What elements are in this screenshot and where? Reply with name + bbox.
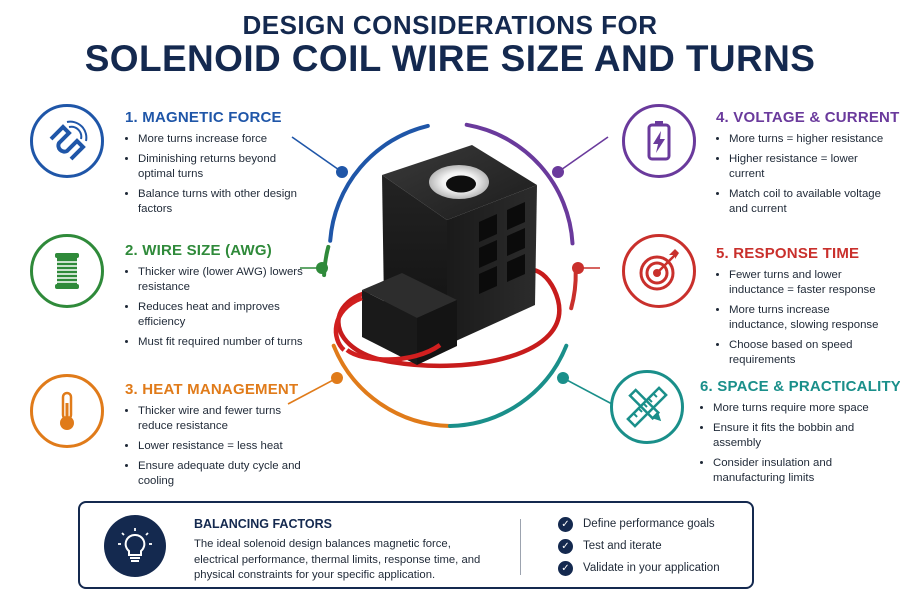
title-line-1: DESIGN CONSIDERATIONS FOR [242, 10, 658, 40]
ring-arc-space [448, 343, 569, 428]
section-heading: 3. HEAT MANAGEMENT [125, 381, 299, 398]
solenoid-coil-image [333, 145, 562, 369]
bullet: Thicker wire and fewer turns reduce resi… [138, 404, 315, 434]
node-voltage [552, 166, 564, 178]
bullet: Choose based on speed requirements [729, 338, 888, 368]
section-heading: 5. RESPONSE TIME [716, 245, 860, 262]
bullet: Ensure it fits the bobbin and assembly [713, 421, 888, 451]
bullet: Ensure adequate duty cycle and cooling [138, 459, 315, 489]
voltage-current-icon-circle [622, 104, 696, 178]
bullet: Higher resistance = lower current [729, 152, 886, 182]
heat-management-icon-circle [30, 374, 104, 448]
magnet-icon [49, 120, 88, 161]
check-icon: ✓ [558, 538, 573, 554]
ring-arc-heat [331, 343, 452, 428]
bullet: Balance turns with other design factors [138, 187, 315, 217]
checklist: ✓ Define performance goals ✓ Test and it… [558, 513, 720, 579]
connector-heat [287, 377, 338, 405]
bullet: Diminishing returns beyond optimal turns [138, 152, 315, 182]
lightbulb-icon [118, 528, 152, 562]
bulb-icon-circle [104, 515, 166, 577]
bullet: Consider insulation and manufacturing li… [713, 456, 888, 486]
bullet: More turns increase inductance, slowing … [729, 303, 888, 333]
section-heading: 4. VOLTAGE & CURRENT [716, 109, 900, 126]
connector-magnetic [291, 136, 343, 173]
balancing-text: The ideal solenoid design balances magne… [194, 538, 481, 581]
bullet: Reduces heat and improves efficiency [138, 300, 315, 330]
node-wire [316, 262, 328, 274]
connector-space [562, 377, 613, 405]
wire-size-icon-circle [30, 234, 104, 308]
ring-arc-magnetic [328, 123, 430, 243]
section-heading: 1. MAGNETIC FORCE [125, 109, 282, 126]
section-wire-size: 2. WIRE SIZE (AWG) Thicker wire (lower A… [125, 242, 315, 355]
magnetic-force-icon-circle [30, 104, 104, 178]
check-icon: ✓ [558, 560, 573, 576]
balancing-title: BALANCING FACTORS [194, 517, 332, 531]
connector-voltage [557, 136, 609, 173]
target-icon [639, 249, 679, 291]
section-space-practicality: 6. SPACE & PRACTICALITY More turns requi… [700, 378, 900, 491]
checklist-item: ✓ Validate in your application [558, 557, 720, 579]
response-time-icon-circle [622, 234, 696, 308]
divider [520, 519, 521, 575]
ruler-pencil-icon [626, 386, 668, 428]
bullet: Thicker wire (lower AWG) lowers resistan… [138, 265, 315, 295]
checklist-label: Validate in your application [583, 562, 720, 574]
section-response-time: 5. RESPONSE TIME Fewer turns and lower i… [716, 245, 888, 373]
checklist-label: Define performance goals [583, 518, 715, 530]
section-heading: 2. WIRE SIZE (AWG) [125, 242, 272, 259]
check-icon: ✓ [558, 516, 573, 532]
bullet: More turns = higher resistance [729, 132, 886, 147]
section-magnetic-force: 1. MAGNETIC FORCE More turns increase fo… [125, 109, 315, 222]
node-magnetic [336, 166, 348, 178]
bullet: More turns require more space [713, 401, 888, 416]
space-practicality-icon-circle [610, 370, 684, 444]
wire-spool-icon [55, 253, 79, 289]
section-heat-management: 3. HEAT MANAGEMENT Thicker wire and fewe… [125, 381, 315, 494]
bullet: Fewer turns and lower inductance = faste… [729, 268, 888, 298]
checklist-item: ✓ Test and iterate [558, 535, 720, 557]
bullet: Lower resistance = less heat [138, 439, 315, 454]
checklist-item: ✓ Define performance goals [558, 513, 720, 535]
bullet: Must fit required number of turns [138, 335, 315, 350]
thermometer-icon [60, 391, 74, 430]
node-space [557, 372, 569, 384]
section-voltage-current: 4. VOLTAGE & CURRENT More turns = higher… [716, 109, 900, 222]
node-heat [331, 372, 343, 384]
bullet: More turns increase force [138, 132, 315, 147]
node-response [572, 262, 584, 274]
bullet: Match coil to available voltage and curr… [729, 187, 886, 217]
battery-icon [647, 121, 671, 161]
checklist-label: Test and iterate [583, 540, 662, 552]
title-line-2: SOLENOID COIL WIRE SIZE AND TURNS [84, 38, 816, 79]
ring-arc-voltage [464, 122, 575, 246]
section-heading: 6. SPACE & PRACTICALITY [700, 378, 900, 395]
balancing-factors-panel: BALANCING FACTORS The ideal solenoid des… [78, 501, 754, 589]
ring-arc-wire [322, 244, 331, 278]
